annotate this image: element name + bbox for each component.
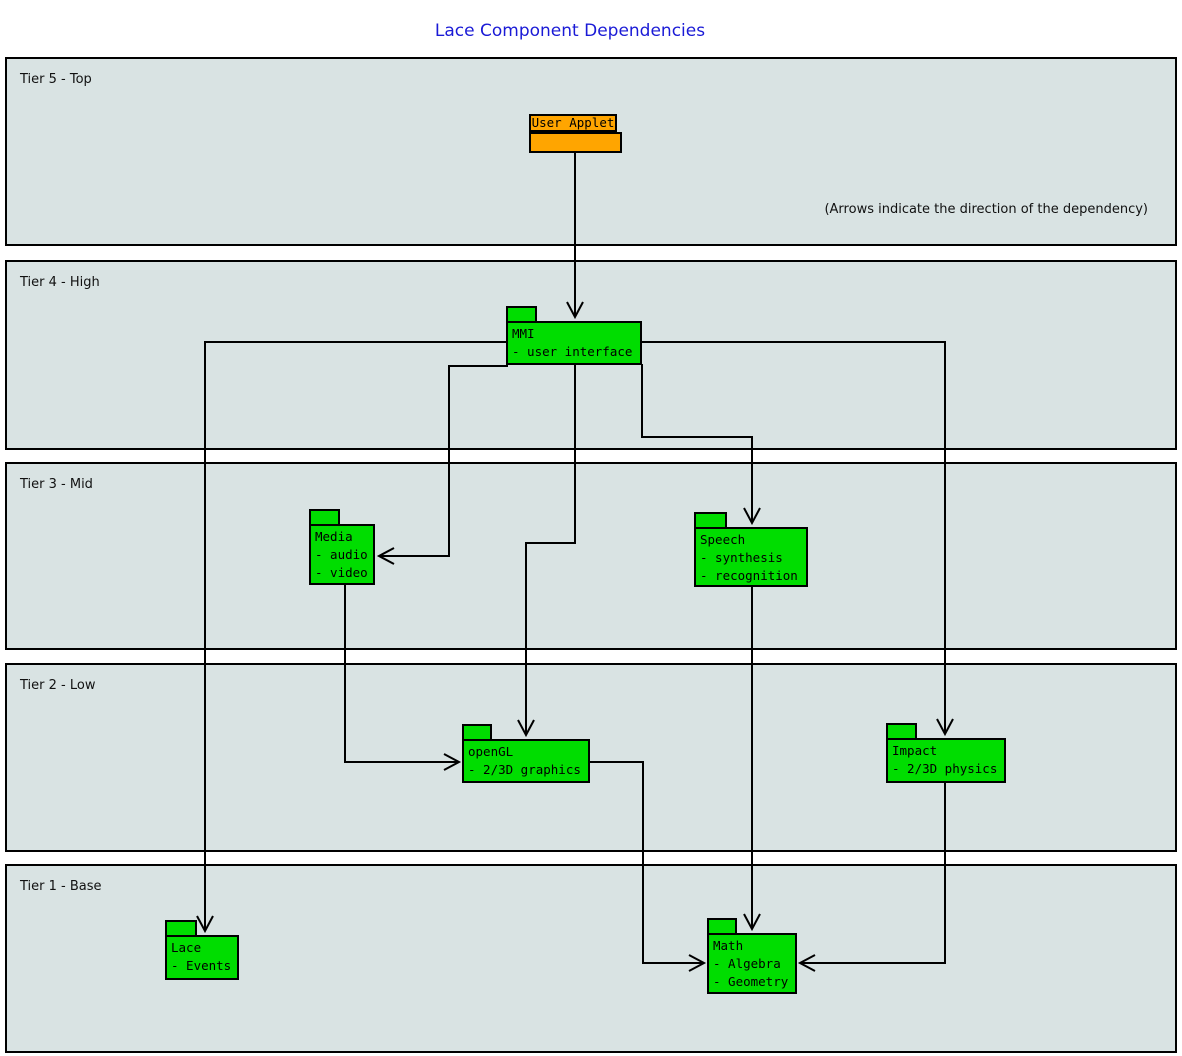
component-impact-tab	[886, 723, 917, 740]
component-name: Lace	[171, 940, 202, 955]
component-name: openGL	[468, 744, 514, 759]
component-detail: - Geometry	[713, 974, 789, 989]
component-name: Speech	[700, 532, 746, 547]
tier-label-3: Tier 3 - Mid	[20, 477, 93, 492]
edge-mmi-to-lace	[196, 341, 506, 934]
component-detail: - synthesis	[700, 550, 783, 565]
component-speech: Speech - synthesis - recognition	[694, 512, 808, 587]
component-detail: - 2/3D physics	[892, 761, 998, 776]
edge-mmi-to-speech	[641, 364, 761, 526]
component-detail: - Algebra	[713, 956, 781, 971]
component-name: Media	[315, 529, 353, 544]
tier-label-1: Tier 1 - Base	[20, 879, 102, 894]
component-mmi: MMI - user interface	[506, 306, 642, 365]
component-detail: - video	[315, 565, 368, 580]
arrow-direction-note: (Arrows indicate the direction of the de…	[824, 202, 1148, 217]
tier-band-3: Tier 3 - Mid	[5, 462, 1177, 650]
edge-impact-to-math	[797, 783, 946, 972]
component-lace-tab	[165, 920, 197, 937]
component-opengl-tab	[462, 724, 492, 741]
component-lace: Lace - Events	[165, 920, 239, 980]
edge-media-to-opengl	[344, 585, 462, 771]
component-detail: - audio	[315, 547, 368, 562]
page-title: Lace Component Dependencies	[434, 21, 706, 41]
component-detail: - Events	[171, 958, 232, 973]
component-impact: Impact - 2/3D physics	[886, 723, 1006, 783]
component-media: Media - audio - video	[309, 509, 375, 585]
component-name: Impact	[892, 743, 938, 758]
component-opengl: openGL - 2/3D graphics	[462, 724, 590, 783]
tier-label-5: Tier 5 - Top	[20, 72, 92, 87]
tier-label-2: Tier 2 - Low	[20, 678, 96, 693]
component-user-applet: User Applet	[529, 114, 617, 132]
edge-mmi-to-opengl	[517, 364, 576, 738]
edge-mmi-to-media	[376, 365, 508, 565]
edge-mmi-to-impact	[642, 341, 954, 737]
tier-band-2: Tier 2 - Low	[5, 663, 1177, 852]
component-detail: - recognition	[700, 568, 798, 583]
component-media-tab	[309, 509, 340, 526]
component-math-tab	[707, 918, 737, 935]
tier-label-4: Tier 4 - High	[20, 275, 100, 290]
component-name: MMI	[512, 326, 535, 341]
component-detail: - 2/3D graphics	[468, 762, 581, 777]
edge-opengl-to-math	[590, 761, 707, 972]
component-name: Math	[713, 938, 744, 953]
component-speech-tab	[694, 512, 727, 529]
component-detail: - user interface	[512, 344, 633, 359]
component-math: Math - Algebra - Geometry	[707, 918, 797, 994]
component-user-applet-body	[529, 132, 622, 153]
component-mmi-tab	[506, 306, 537, 323]
